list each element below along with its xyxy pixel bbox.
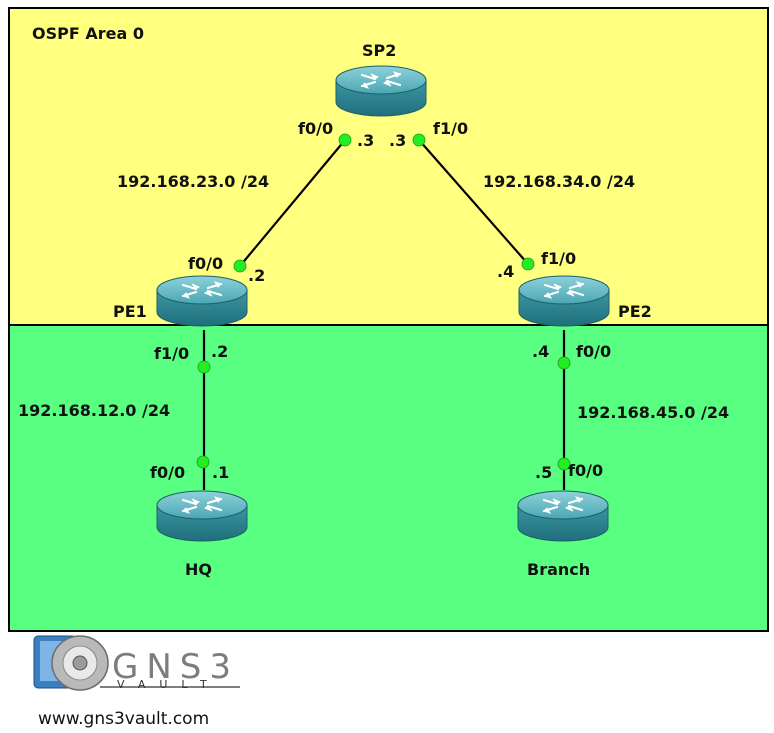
router-pe1-icon[interactable] [155, 274, 249, 328]
ip-hq-f00: .1 [212, 463, 230, 482]
ip-sp2-f10: .3 [389, 131, 407, 150]
link-sp2-pe1 [239, 139, 346, 267]
router-pe1-label: PE1 [113, 302, 147, 321]
interface-hq-f00: f0/0 [150, 463, 186, 482]
router-hq-icon[interactable] [155, 489, 249, 543]
ip-branch-f00: .5 [535, 463, 553, 482]
ip-sp2-f00: .3 [357, 131, 375, 150]
ip-pe2-f00: .4 [532, 342, 550, 361]
ip-pe1-f00: .2 [248, 266, 266, 285]
subnet-sp2-pe2: 192.168.34.0 /24 [483, 172, 636, 191]
router-branch-label: Branch [527, 560, 591, 579]
ip-pe2-f10: .4 [497, 262, 515, 281]
interface-dot-pe2-f00 [557, 356, 571, 370]
link-sp2-pe2 [418, 139, 529, 265]
gns3-logo-icon [33, 635, 240, 691]
interface-pe1-f00: f0/0 [188, 254, 224, 273]
router-hq-label: HQ [185, 560, 212, 579]
router-sp2-icon[interactable] [334, 64, 428, 118]
interface-pe2-f00: f0/0 [576, 342, 612, 361]
logo-name: GNS3 [112, 647, 239, 687]
interface-dot-pe2-f10 [521, 257, 535, 271]
interface-dot-sp2-f10 [412, 133, 426, 147]
interface-branch-f00: f0/0 [568, 461, 604, 480]
interface-sp2-f00: f0/0 [298, 119, 334, 138]
interface-dot-sp2-f00 [338, 133, 352, 147]
logo-tagline: VAULT [117, 678, 221, 691]
area-title: OSPF Area 0 [32, 24, 144, 43]
ip-pe1-f10: .2 [211, 342, 229, 361]
subnet-pe1-hq: 192.168.12.0 /24 [18, 401, 171, 420]
interface-dot-pe1-f00 [233, 259, 247, 273]
lan-area [8, 324, 769, 632]
interface-dot-branch-f00 [557, 457, 571, 471]
subnet-sp2-pe1: 192.168.23.0 /24 [117, 172, 270, 191]
router-pe2-label: PE2 [618, 302, 652, 321]
footer-url[interactable]: www.gns3vault.com [38, 709, 210, 729]
backbone-area [8, 7, 769, 326]
interface-pe1-f10: f1/0 [154, 344, 190, 363]
interface-dot-pe1-f10 [197, 360, 211, 374]
interface-sp2-f10: f1/0 [433, 119, 469, 138]
subnet-pe2-branch: 192.168.45.0 /24 [577, 403, 730, 422]
router-sp2-label: SP2 [362, 41, 397, 60]
interface-pe2-f10: f1/0 [541, 249, 577, 268]
interface-dot-hq-f00 [196, 455, 210, 469]
router-pe2-icon[interactable] [517, 274, 611, 328]
router-branch-icon[interactable] [516, 489, 610, 543]
